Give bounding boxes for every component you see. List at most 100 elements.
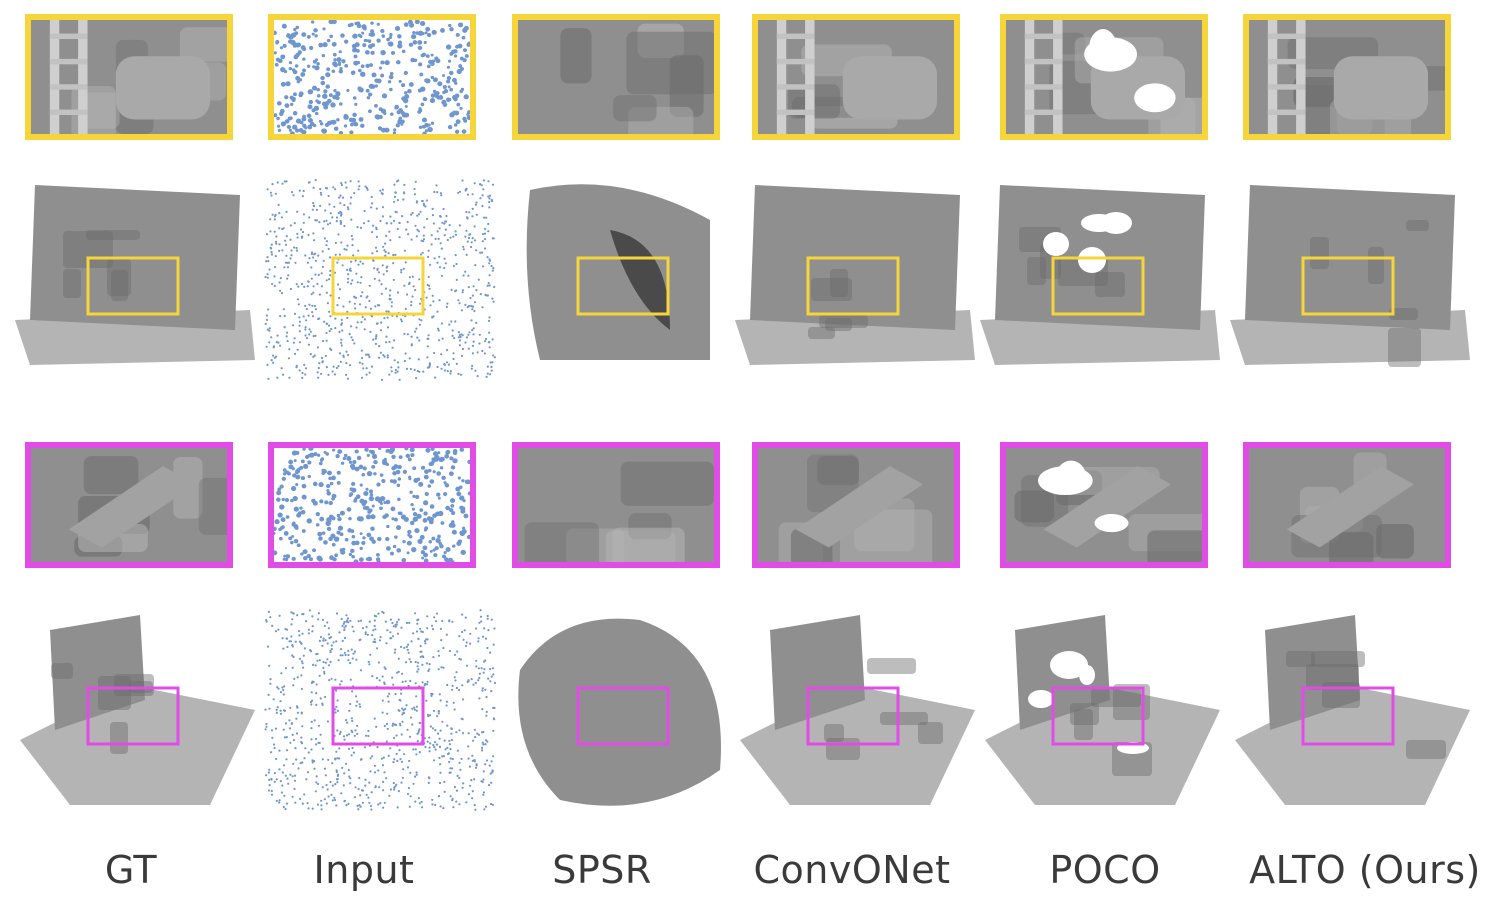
point [318,741,321,744]
point [332,186,335,189]
ladder-rung [1024,33,1063,39]
zoom-crop-scene-2-col1 [268,442,476,568]
point [448,760,451,764]
point [440,666,443,669]
point [452,77,457,83]
point [489,680,492,683]
point [279,108,285,114]
point [362,466,367,471]
point [348,460,353,464]
point [398,709,401,712]
point [303,647,306,650]
point [489,373,492,376]
point [290,102,294,106]
point [292,684,295,687]
point [370,514,376,520]
point [377,356,381,359]
point [272,361,275,364]
point [267,260,270,263]
point [487,230,490,233]
point [281,637,284,640]
point [433,759,436,762]
point [444,748,447,751]
point [376,267,379,270]
point [417,538,423,544]
point [428,540,433,544]
highlight-rect [576,256,670,316]
point [359,532,363,536]
point [462,248,465,251]
point [483,808,486,811]
point [320,80,326,86]
point [394,191,397,194]
point [311,807,314,810]
point [318,221,321,224]
point [318,362,321,365]
point [388,340,391,343]
point [391,676,394,679]
point [350,282,353,285]
point [393,183,396,186]
point [344,537,349,542]
point [456,650,459,653]
point [448,70,454,76]
point [434,803,437,807]
point [370,526,375,531]
point [278,281,281,284]
point [429,725,432,728]
point [280,216,283,219]
surface-blob [526,184,710,360]
point [395,315,398,318]
surface-patch [1329,532,1374,562]
point [418,318,421,321]
point [316,453,321,457]
zoom-crop-scene-1-col3 [752,14,960,140]
point [454,290,457,293]
point [313,719,316,722]
point [372,259,375,262]
point [280,791,283,794]
point [320,285,324,288]
point [275,235,278,238]
point [424,205,427,208]
point [312,204,315,207]
point [474,766,478,769]
point [450,767,454,770]
point [416,740,419,743]
point [296,543,301,548]
point [324,661,328,664]
point [418,302,422,305]
point [461,291,464,294]
point [337,449,343,454]
point [347,273,350,276]
point [461,289,464,292]
point [279,344,282,347]
point [296,711,299,714]
point [457,299,460,302]
point [461,630,464,634]
point [396,227,399,231]
point [488,284,491,287]
point [399,699,402,702]
point [291,775,294,778]
point [270,251,273,254]
point [347,802,350,805]
point [420,630,423,633]
point [380,378,384,381]
point [408,759,411,763]
point [295,732,299,735]
point [373,717,376,720]
point [429,479,435,484]
point [274,62,279,67]
point [485,216,488,219]
point [445,214,448,218]
point [436,261,439,264]
point [365,625,368,629]
point [292,521,296,525]
ladder-rail [1296,20,1306,134]
point [431,798,434,801]
point [308,303,311,306]
furniture-shape [86,230,140,240]
point [471,329,474,332]
point [389,618,392,621]
